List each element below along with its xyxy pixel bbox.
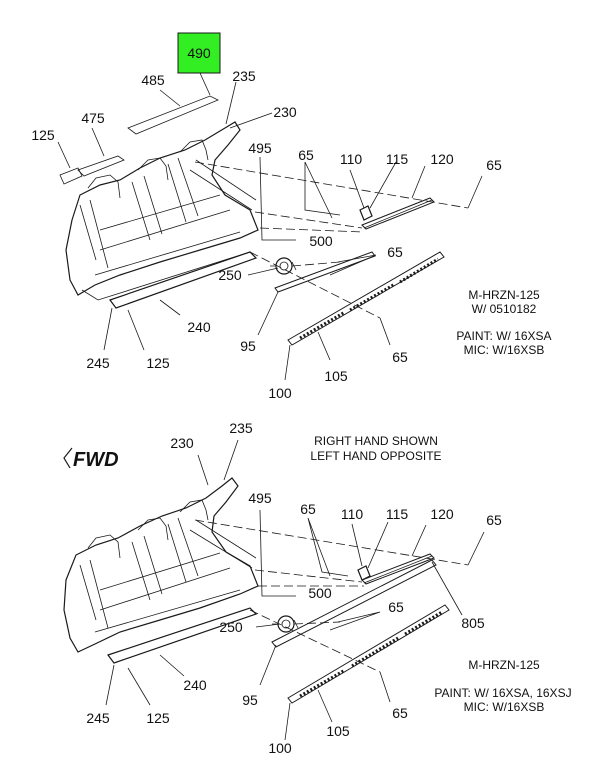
svg-text:FWD: FWD <box>73 449 119 471</box>
cover-125 <box>59 167 83 185</box>
label-65-d[interactable]: 65 <box>392 349 408 365</box>
upper-step-body <box>65 121 259 301</box>
label-95[interactable]: 95 <box>240 338 256 354</box>
rail-105-lower <box>287 604 450 704</box>
label-495[interactable]: 495 <box>248 140 272 156</box>
label-65-c[interactable]: 65 <box>387 244 403 260</box>
label-240-lower[interactable]: 240 <box>183 677 207 693</box>
label-805[interactable]: 805 <box>461 615 485 631</box>
caption-right-hand: RIGHT HAND SHOWN <box>314 434 438 448</box>
label-250[interactable]: 250 <box>218 267 242 283</box>
clip-115 <box>359 205 373 221</box>
label-250-lower[interactable]: 250 <box>219 619 243 635</box>
label-245[interactable]: 245 <box>86 355 110 371</box>
lower-step-body <box>63 477 259 653</box>
label-110-lower[interactable]: 110 <box>341 506 364 522</box>
label-125-lower[interactable]: 125 <box>146 710 170 726</box>
label-230[interactable]: 230 <box>273 104 297 120</box>
label-500-lower[interactable]: 500 <box>308 585 332 601</box>
label-485[interactable]: 485 <box>141 72 165 88</box>
highlight-label-490[interactable]: 490 <box>187 45 211 61</box>
note-serial: W/ 0510182 <box>472 302 537 316</box>
label-125-bottom[interactable]: 125 <box>146 355 170 371</box>
label-115[interactable]: 115 <box>386 151 409 167</box>
bracket-485 <box>127 95 219 135</box>
rail-105 <box>287 251 445 346</box>
highlight-box-490[interactable] <box>177 32 221 74</box>
label-120-lower[interactable]: 120 <box>430 506 454 522</box>
kick-plate-240 <box>109 251 258 309</box>
label-105-lower[interactable]: 105 <box>326 723 350 739</box>
fwd-indicator: FWD <box>63 447 119 471</box>
label-100[interactable]: 100 <box>268 385 292 401</box>
label-65-b[interactable]: 65 <box>486 157 502 173</box>
kick-plate-240-lower <box>107 607 258 664</box>
fwd-arrow-icon <box>63 447 73 469</box>
bracket-475 <box>77 155 125 177</box>
label-115-lower[interactable]: 115 <box>386 506 409 522</box>
caption-left-hand: LEFT HAND OPPOSITE <box>310 449 441 463</box>
rail-120-lower <box>361 553 435 585</box>
label-495-lower[interactable]: 495 <box>248 490 272 506</box>
note-paint: PAINT: W/ 16XSA <box>456 329 551 343</box>
note-mic-lower: MIC: W/16XSB <box>464 700 545 714</box>
note-paint-lower: PAINT: W/ 16XSA, 16XSJ <box>434 686 571 700</box>
label-95-lower[interactable]: 95 <box>242 692 258 708</box>
label-235-lower[interactable]: 235 <box>229 420 253 436</box>
rail-95-lower <box>271 559 437 648</box>
label-235[interactable]: 235 <box>232 68 256 84</box>
label-500[interactable]: 500 <box>309 233 333 249</box>
note-mic: MIC: W/16XSB <box>464 343 545 357</box>
note-model: M-HRZN-125 <box>468 288 540 302</box>
label-125-top[interactable]: 125 <box>31 127 55 143</box>
label-100-lower[interactable]: 100 <box>268 740 292 756</box>
label-475[interactable]: 475 <box>81 110 105 126</box>
label-245-lower[interactable]: 245 <box>86 710 110 726</box>
label-65-a-lower[interactable]: 65 <box>300 501 316 517</box>
note-model-lower: M-HRZN-125 <box>468 658 540 672</box>
label-65-a[interactable]: 65 <box>298 147 314 163</box>
upper-assembly: 490 <box>31 32 552 401</box>
label-105[interactable]: 105 <box>324 368 348 384</box>
label-120[interactable]: 120 <box>430 151 454 167</box>
label-65-b-lower[interactable]: 65 <box>486 512 502 528</box>
label-110[interactable]: 110 <box>340 151 363 167</box>
rail-95 <box>274 251 376 293</box>
clip-115-lower <box>357 565 371 581</box>
lower-assembly: FWD RIGHT HAND SHOWN LEFT HAND OPPOSITE <box>63 420 572 756</box>
label-65-d-lower[interactable]: 65 <box>392 705 408 721</box>
label-230-lower[interactable]: 230 <box>170 435 194 451</box>
label-240[interactable]: 240 <box>187 319 211 335</box>
label-65-c-lower[interactable]: 65 <box>388 599 404 615</box>
